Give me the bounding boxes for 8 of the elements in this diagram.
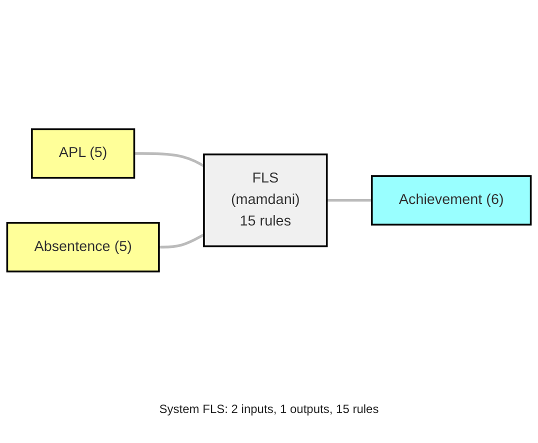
connector <box>134 152 205 167</box>
caption: System FLS: 2 inputs, 1 outputs, 15 rules <box>159 402 379 416</box>
node-box: Absentence (5) <box>6 222 160 272</box>
node-box: APL (5) <box>31 128 136 178</box>
connector <box>326 198 372 202</box>
node-box: Achievement (6) <box>370 174 532 226</box>
connector <box>158 233 205 248</box>
node-box: FLS (mamdani) 15 rules <box>203 153 328 247</box>
